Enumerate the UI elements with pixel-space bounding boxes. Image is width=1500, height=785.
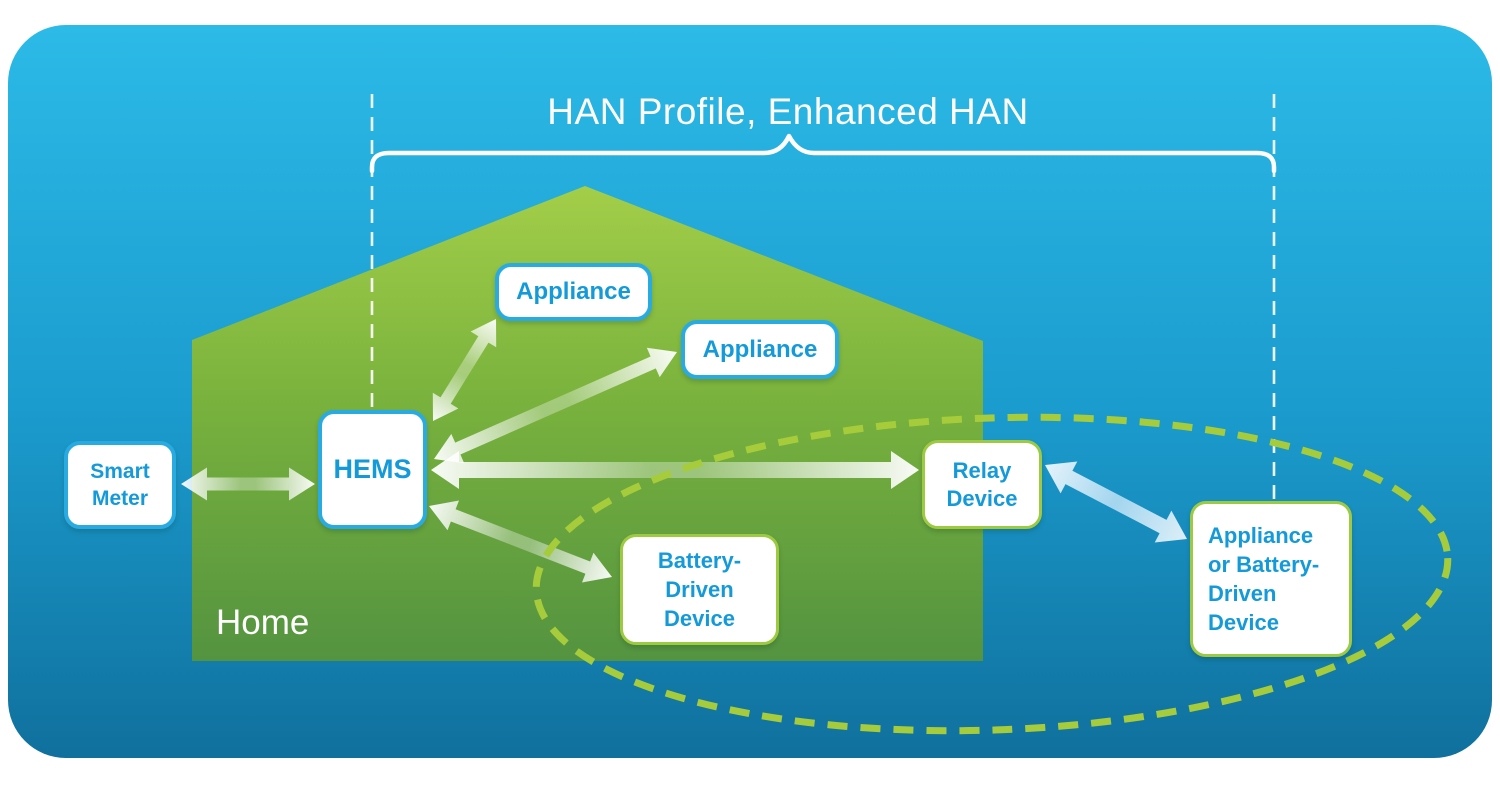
arrow-smart-meter-hems (181, 467, 315, 501)
node-label-line: Device (946, 485, 1018, 511)
arrow-hems-relay-device (431, 451, 919, 489)
node-appliance-or-battery-driven-device: Appliance or Battery- Driven Device (1190, 501, 1352, 657)
node-label: Appliance (516, 278, 631, 305)
connection-arrows (181, 319, 1187, 583)
node-appliance-upper: Appliance (495, 263, 652, 321)
home-label: Home (216, 603, 310, 642)
node-relay-device: Relay Device (922, 440, 1042, 529)
node-hems: HEMS (318, 410, 427, 529)
han-profile-brace (369, 133, 1277, 174)
node-label-line: Appliance (1208, 523, 1314, 548)
arrow-hems-appliance-lower (434, 347, 677, 464)
node-label-line: Device (1208, 610, 1279, 635)
node-smart-meter: Smart Meter (64, 441, 176, 529)
node-label-line: Relay (952, 457, 1012, 483)
node-battery-driven-device: Battery- Driven Device (620, 534, 779, 645)
node-label: HEMS (333, 454, 412, 484)
node-label-line: Meter (91, 487, 149, 510)
enhanced-han-ellipse (532, 413, 1452, 735)
node-label-line: Driven (1208, 581, 1277, 606)
diagram-title: HAN Profile, Enhanced HAN (547, 91, 1029, 132)
node-appliance-lower: Appliance (681, 320, 839, 379)
node-label-line: Battery- (657, 548, 742, 573)
node-label-line: or Battery- (1208, 552, 1320, 577)
node-label-line: Driven (665, 577, 734, 602)
node-label-line: Smart (90, 460, 150, 483)
house-shape (192, 186, 983, 661)
node-label-line: Device (664, 606, 735, 631)
node-label: Appliance (702, 335, 818, 363)
arrow-hems-battery-driven-device (429, 500, 612, 583)
arrow-relay-device-appliance-or-battery-driven-device (1045, 461, 1187, 543)
arrow-hems-appliance-upper (432, 319, 497, 421)
